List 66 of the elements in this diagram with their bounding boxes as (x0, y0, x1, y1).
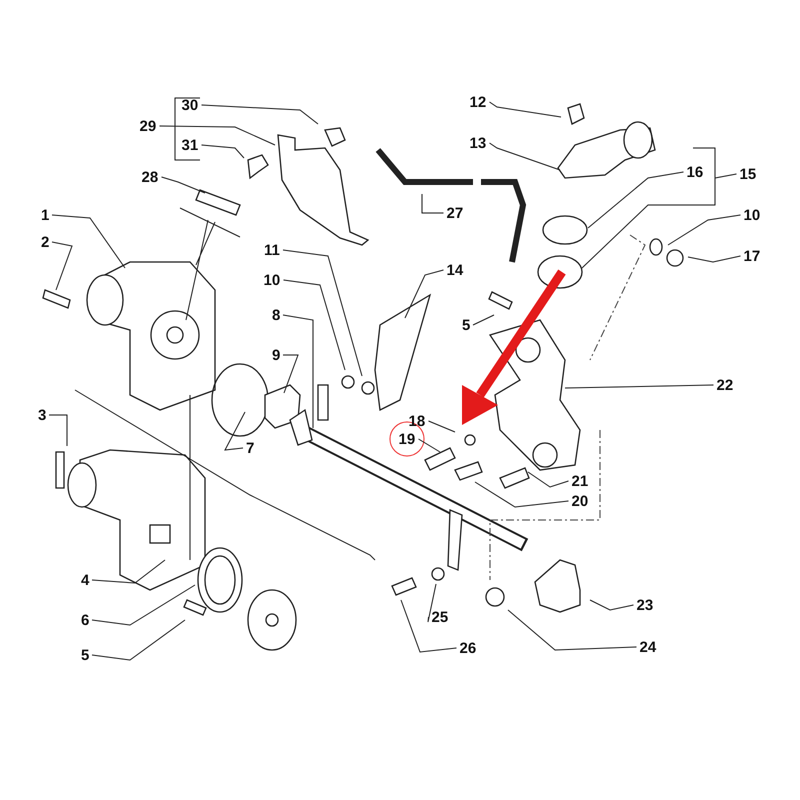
callout-number: 10 (744, 208, 760, 222)
callout-number: 3 (38, 408, 46, 422)
leader-line (472, 314, 494, 326)
leader-line (422, 194, 444, 214)
callout-number: 16 (686, 164, 704, 180)
leader-line (528, 472, 569, 488)
callout-number: 26 (460, 640, 476, 656)
leader-line (201, 144, 244, 158)
callout-number: 8 (272, 308, 280, 322)
callout-number: 1 (41, 208, 50, 222)
callout-number: 14 (446, 262, 464, 278)
callout-number: 23 (636, 598, 654, 612)
callout-number: 21 (572, 474, 588, 488)
leader-line (489, 142, 560, 170)
callout-number: 28 (142, 170, 158, 184)
leader-line (590, 600, 634, 611)
callout-number: 20 (572, 494, 588, 508)
callout-number: 9 (272, 348, 280, 362)
leader-line (48, 414, 68, 446)
leader-line (508, 610, 637, 650)
leader-line (159, 126, 276, 146)
leader-line (161, 176, 206, 194)
leader-line (418, 438, 440, 452)
callout-number: 12 (470, 94, 486, 110)
leader-line (428, 420, 456, 432)
callout-number: 22 (716, 378, 734, 392)
leader-line (489, 102, 562, 118)
callout-number: 24 (640, 640, 656, 654)
leader-line (404, 270, 444, 318)
leader-line (282, 314, 314, 428)
callout-number: 17 (744, 248, 760, 264)
leader-line (282, 354, 299, 394)
leader-line (224, 412, 246, 451)
leader-line (92, 584, 196, 626)
callout-number: 4 (81, 572, 90, 588)
callout-number: 6 (81, 612, 90, 628)
leader-line (92, 560, 166, 584)
leader-line (688, 256, 741, 263)
leader-line (92, 620, 186, 661)
callout-number: 5 (462, 318, 470, 332)
leader-line (588, 172, 684, 228)
callout-number: 15 (740, 166, 756, 182)
leader-line (668, 214, 741, 246)
callout-number: 25 (432, 610, 448, 624)
callout-number: 5 (81, 648, 90, 662)
callout-number: 13 (470, 136, 486, 150)
leader-line (400, 600, 457, 653)
callout-number: 31 (182, 138, 198, 152)
callout-number: 30 (182, 98, 198, 112)
callout-number: 18 (408, 414, 426, 428)
leader-line (282, 250, 362, 376)
leader-line (474, 482, 569, 508)
callout-number: 11 (264, 242, 280, 258)
leader-line (582, 148, 737, 268)
leader-line (428, 584, 436, 622)
callout-number: 2 (41, 234, 50, 250)
callout-number: 10 (264, 272, 280, 288)
leader-line (201, 104, 318, 124)
leader-line (564, 384, 714, 388)
callout-number: 27 (446, 206, 464, 220)
callout-number: 7 (246, 440, 254, 456)
callout-number: 19 (398, 432, 416, 446)
leader-line (52, 242, 73, 290)
callout-number: 29 (140, 118, 156, 134)
leader-line (283, 280, 346, 370)
leader-line (52, 214, 126, 268)
